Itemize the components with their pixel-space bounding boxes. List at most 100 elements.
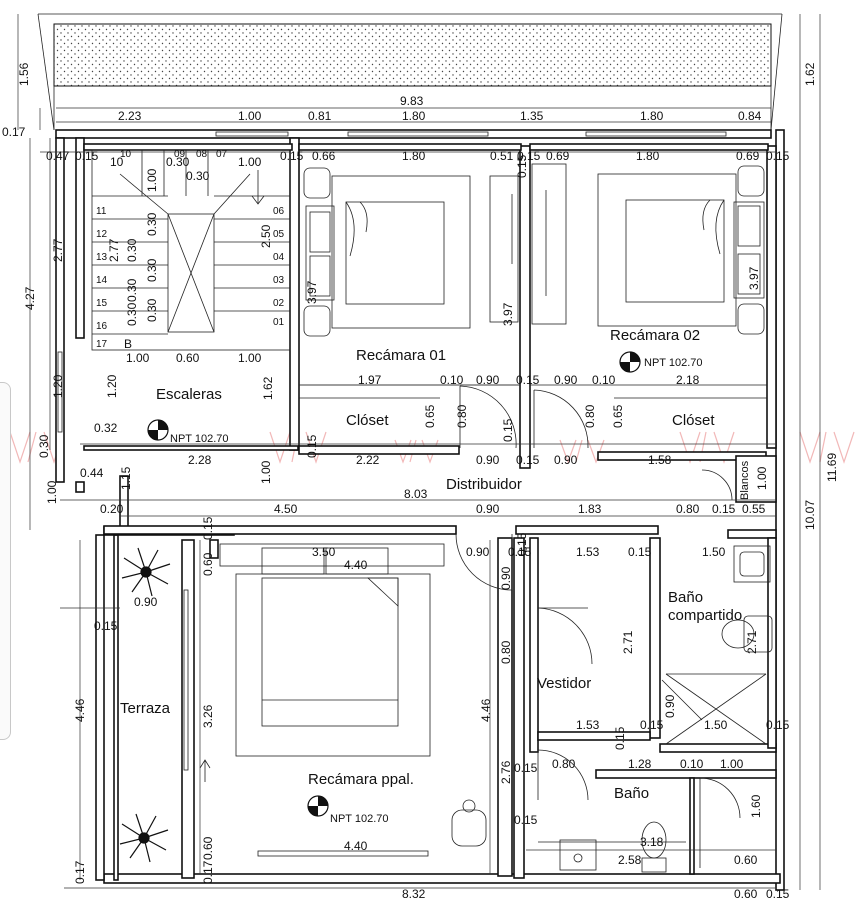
dim-1-00-b2: 1.00 bbox=[720, 757, 744, 771]
dim-0-60-b: 0.60 bbox=[734, 853, 758, 867]
windows bbox=[57, 131, 727, 857]
roof-void bbox=[37, 13, 783, 131]
dim-0-17-bot-b: 0.17 bbox=[201, 860, 215, 884]
label-distribuidor: Distribuidor bbox=[446, 476, 522, 493]
label-bano-compartido-1: Baño bbox=[668, 589, 703, 606]
dim-0-51: 0.51 bbox=[490, 149, 514, 163]
label-bano: Baño bbox=[614, 785, 649, 802]
label-escaleras: Escaleras bbox=[156, 386, 222, 403]
dim-8-32: 8.32 bbox=[402, 887, 426, 900]
dim-0-60-m: 0.60 bbox=[201, 552, 215, 576]
dim-0-55: 0.55 bbox=[742, 502, 766, 516]
door-swings bbox=[455, 385, 767, 868]
dim-4-40-b: 4.40 bbox=[344, 839, 368, 853]
dim-1-80-r2: 1.80 bbox=[636, 149, 660, 163]
dimension-labels: 1.56 1.62 9.83 2.23 1.00 0.81 1.80 1.35 … bbox=[2, 62, 839, 900]
label-recamara-01: Recámara 01 bbox=[356, 347, 446, 364]
stair-step-15: 15 bbox=[96, 298, 108, 309]
stair-step-10: 10 bbox=[120, 149, 132, 160]
dim-0-15-m-b: 0.15 bbox=[508, 545, 532, 559]
dim-4-46-m: 4.46 bbox=[479, 698, 493, 722]
dim-1-20-a: 1.20 bbox=[51, 374, 65, 398]
dim-3-26: 3.26 bbox=[201, 704, 215, 728]
dim-4-46-t: 4.46 bbox=[73, 698, 87, 722]
dim-2-71-b: 2.71 bbox=[745, 630, 759, 654]
dim-0-10-a: 0.10 bbox=[440, 373, 464, 387]
side-scroll-handle[interactable] bbox=[0, 382, 11, 740]
dim-0-10-b: 0.10 bbox=[592, 373, 616, 387]
dim-2-23: 2.23 bbox=[118, 109, 142, 123]
stair-step-14: 14 bbox=[96, 275, 108, 286]
dim-2-28: 2.28 bbox=[188, 453, 212, 467]
dim-0-30-b: 0.30 bbox=[186, 169, 210, 183]
stair-step-02: 02 bbox=[273, 298, 285, 309]
dim-0-90-m-a: 0.90 bbox=[466, 545, 490, 559]
dim-1-00-row-b: 1.00 bbox=[238, 351, 262, 365]
label-blancos: Blancos bbox=[739, 460, 751, 500]
staircase: B 10 09 08 07 11 12 13 14 15 16 17 06 05… bbox=[91, 149, 291, 351]
dim-0-80-m: 0.80 bbox=[499, 640, 513, 664]
dim-10: 10 bbox=[110, 155, 124, 169]
dim-0-60-bot: 0.60 bbox=[201, 836, 215, 860]
dim-0-80-b2: 0.80 bbox=[552, 757, 576, 771]
dim-0-15-m-g: 0.15 bbox=[613, 726, 627, 750]
dim-0-90-es-b: 0.90 bbox=[554, 453, 578, 467]
dim-8-03: 8.03 bbox=[404, 487, 428, 501]
dim-1-56: 1.56 bbox=[17, 62, 31, 86]
dim-0-90-a: 0.90 bbox=[476, 373, 500, 387]
dim-0-80-b: 0.80 bbox=[583, 404, 597, 428]
dim-0-17-left: 0.17 bbox=[2, 125, 26, 139]
dim-1-50-b: 1.50 bbox=[704, 718, 728, 732]
dim-0-15-m-c: 0.15 bbox=[628, 545, 652, 559]
label-vestidor: Vestidor bbox=[537, 675, 591, 692]
dim-4-27: 4.27 bbox=[23, 286, 37, 310]
label-recamara-02: Recámara 02 bbox=[610, 327, 700, 344]
dim-0-30-g: 0.30 bbox=[145, 298, 159, 322]
dim-0-15-cl-b: 0.15 bbox=[501, 418, 515, 442]
dim-0-69-b: 0.69 bbox=[736, 149, 760, 163]
dim-0-30-c: 0.30 bbox=[145, 212, 159, 236]
dim-2-76: 2.76 bbox=[499, 760, 513, 784]
npt-markers: NPT 102.70 NPT 102.70 NPT 102.70 bbox=[147, 351, 703, 825]
dim-0-15-t: 0.15 bbox=[94, 619, 118, 633]
dim-0-90-t: 0.90 bbox=[134, 595, 158, 609]
stair-step-07: 07 bbox=[216, 149, 228, 160]
npt-escaleras: NPT 102.70 bbox=[170, 433, 229, 445]
dim-0-66: 0.66 bbox=[312, 149, 336, 163]
stair-step-16: 16 bbox=[96, 321, 108, 332]
dim-0-90-m-c: 0.90 bbox=[663, 694, 677, 718]
dim-0-30-d: 0.30 bbox=[125, 238, 139, 262]
dim-3-18: 3.18 bbox=[640, 835, 664, 849]
dim-1-53-a: 1.53 bbox=[576, 545, 600, 559]
dim-1-62: 1.62 bbox=[803, 62, 817, 86]
stair-step-09: 09 bbox=[174, 149, 186, 160]
dim-2-77-stair: 2.77 bbox=[107, 238, 121, 262]
stair-step-01: 01 bbox=[273, 317, 285, 328]
npt-recamara-ppal: NPT 102.70 bbox=[330, 813, 389, 825]
dim-1-53-b: 1.53 bbox=[576, 718, 600, 732]
stair-step-17: 17 bbox=[96, 339, 108, 350]
dim-0-15-r2: 0.15 bbox=[515, 154, 529, 178]
dim-1-28: 1.28 bbox=[628, 757, 652, 771]
stair-step-11: 11 bbox=[96, 206, 107, 217]
dim-1-00-d-c: 1.00 bbox=[755, 466, 769, 490]
dim-2-50: 2.50 bbox=[259, 224, 273, 248]
dim-0-30-f: 0.30 bbox=[125, 278, 139, 302]
dim-1-58: 1.58 bbox=[648, 453, 672, 467]
dim-2-77-left: 2.77 bbox=[51, 238, 65, 262]
dim-0-15-m-e: 0.15 bbox=[640, 718, 664, 732]
room-labels: Recámara 01 Recámara 02 Clóset Clóset Es… bbox=[120, 327, 751, 802]
dim-0-15-m-d: 0.15 bbox=[515, 532, 529, 556]
dim-1-60: 1.60 bbox=[749, 794, 763, 818]
dim-0-15-a: 0.15 bbox=[75, 149, 99, 163]
dim-1-00-stair: 1.00 bbox=[145, 168, 159, 192]
dim-3-50: 3.50 bbox=[312, 545, 336, 559]
dim-0-69-a: 0.69 bbox=[546, 149, 570, 163]
stair-step-05: 05 bbox=[273, 229, 285, 240]
dim-1-00-b: 1.00 bbox=[238, 155, 262, 169]
dim-1-97: 1.97 bbox=[358, 373, 382, 387]
dim-0-81: 0.81 bbox=[308, 109, 332, 123]
dim-0-15-b-b: 0.15 bbox=[514, 813, 538, 827]
dim-0-60-row: 0.60 bbox=[176, 351, 200, 365]
